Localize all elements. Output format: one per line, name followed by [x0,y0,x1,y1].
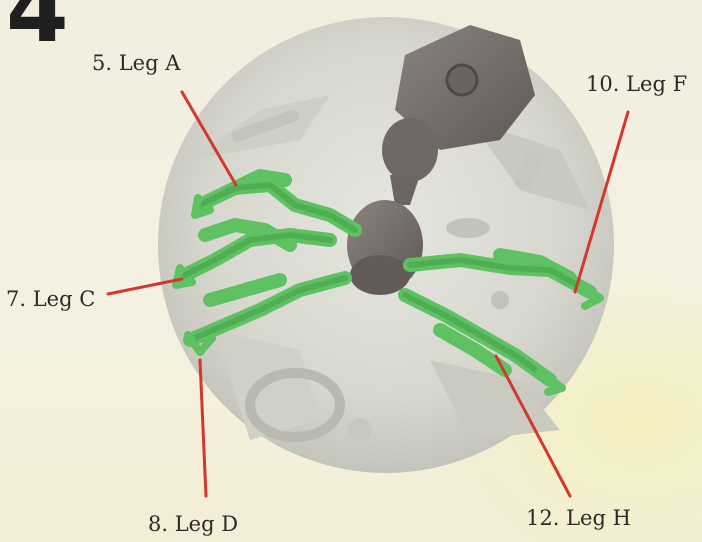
callout-leg-a: 5. Leg A [92,51,180,75]
callout-leg-f: 10. Leg F [586,72,687,96]
callout-leg-h: 12. Leg H [526,506,631,530]
callout-leg-c: 7. Leg C [6,287,95,311]
callout-leg-d: 8. Leg D [148,512,238,536]
